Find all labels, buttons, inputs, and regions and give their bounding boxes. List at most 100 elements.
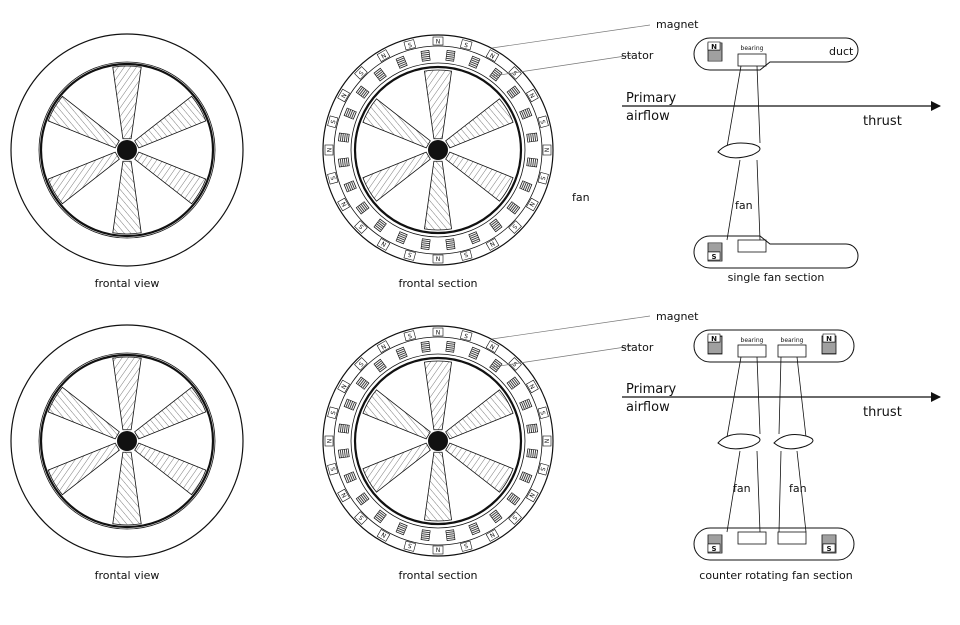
duct-bottom bbox=[693, 235, 859, 269]
magnet: S bbox=[537, 115, 549, 129]
fan-blades bbox=[362, 69, 514, 231]
stator-coil bbox=[445, 529, 456, 542]
stator-coil bbox=[489, 218, 503, 233]
pole-s: S bbox=[711, 253, 716, 261]
thrust-label: thrust bbox=[863, 405, 902, 420]
pole-n: N bbox=[340, 200, 348, 207]
section-outer-ring bbox=[322, 325, 554, 557]
hub bbox=[428, 140, 448, 160]
blade-airfoil-2 bbox=[773, 434, 814, 450]
pole-n: N bbox=[436, 39, 441, 46]
pole-s: S bbox=[510, 223, 518, 231]
stator-coil bbox=[526, 157, 539, 168]
stator-coil bbox=[420, 340, 431, 353]
pole-n: N bbox=[380, 239, 387, 247]
pole-n: N bbox=[711, 335, 717, 343]
pole-n: N bbox=[543, 439, 550, 444]
pole-n: N bbox=[436, 546, 441, 553]
pole-n: N bbox=[527, 491, 535, 498]
bearing-2 bbox=[777, 344, 807, 358]
magnet-label: magnet bbox=[656, 310, 699, 323]
airflow-label: airflow bbox=[626, 109, 670, 124]
magnet: N bbox=[485, 340, 500, 353]
stator-coil bbox=[355, 201, 370, 215]
pole-s: S bbox=[407, 333, 413, 341]
fan-blade bbox=[424, 451, 452, 522]
fan-blades bbox=[47, 356, 207, 526]
pole-s: S bbox=[711, 545, 716, 553]
magnet: S bbox=[354, 66, 368, 80]
outer-duct-ring bbox=[10, 324, 244, 558]
magnet: N bbox=[324, 144, 334, 156]
stator-coil bbox=[506, 201, 521, 215]
stator-coil bbox=[445, 49, 456, 62]
magnet: S bbox=[508, 511, 522, 525]
primary-label: Primary bbox=[626, 382, 677, 397]
row1-fan-section: N bearing duct S fan Primary airflow thr… bbox=[622, 37, 941, 269]
fan-blade bbox=[134, 151, 207, 205]
bearing-label: bearing bbox=[741, 45, 764, 52]
magnet: S bbox=[508, 220, 522, 234]
outer-duct-ring bbox=[10, 33, 244, 267]
stator-coil bbox=[373, 509, 387, 524]
stator-coil bbox=[355, 85, 370, 99]
single-fan-section-caption: single fan section bbox=[728, 271, 825, 284]
pole-s: S bbox=[330, 410, 338, 416]
stator-coil bbox=[373, 358, 387, 373]
stator-leader bbox=[492, 54, 633, 77]
hub bbox=[117, 431, 137, 451]
pole-s: S bbox=[358, 513, 366, 521]
duct-top bbox=[693, 37, 859, 71]
stator-coil bbox=[420, 529, 431, 542]
pole-n: N bbox=[826, 335, 832, 343]
magnet: N bbox=[376, 238, 391, 251]
stator-label: stator bbox=[621, 49, 654, 62]
magnet: S bbox=[354, 511, 368, 525]
stator-coil bbox=[420, 238, 431, 251]
fan-blade bbox=[112, 451, 142, 526]
stator-coil bbox=[395, 55, 408, 69]
pole-s: S bbox=[510, 514, 518, 522]
pole-s: S bbox=[407, 541, 413, 549]
pole-s: S bbox=[463, 541, 469, 549]
magnet: N bbox=[432, 327, 444, 337]
stator-coil bbox=[337, 423, 350, 434]
pole-n: N bbox=[380, 530, 387, 538]
pole-s: S bbox=[407, 42, 413, 50]
pole-s: S bbox=[358, 222, 366, 230]
fan-label-2: fan bbox=[789, 482, 807, 495]
stator-coil bbox=[468, 231, 481, 245]
stator-coil bbox=[343, 107, 357, 120]
pole-n: N bbox=[711, 43, 717, 51]
magnet: N bbox=[376, 529, 391, 542]
stator-coil bbox=[343, 398, 357, 411]
magnet-leader bbox=[491, 315, 651, 340]
pole-s: S bbox=[538, 410, 546, 416]
pole-n: N bbox=[527, 200, 535, 207]
magnet: N bbox=[526, 488, 539, 503]
magnet: N bbox=[337, 379, 350, 394]
counter-rotating-section-caption: counter rotating fan section bbox=[699, 569, 852, 582]
stator-coil bbox=[506, 492, 521, 506]
stator-coil bbox=[373, 67, 387, 82]
pole-n: N bbox=[488, 530, 495, 538]
pole-s: S bbox=[826, 545, 831, 553]
thrust-label: thrust bbox=[863, 114, 902, 129]
pole-s: S bbox=[463, 42, 469, 50]
magnet-label: magnet bbox=[656, 18, 699, 31]
fan-blade bbox=[112, 356, 142, 431]
magnet: S bbox=[459, 39, 473, 51]
stator-coil bbox=[420, 49, 431, 62]
magnet: N bbox=[543, 144, 552, 156]
pole-n: N bbox=[488, 343, 495, 351]
inner-duct-ring bbox=[39, 62, 215, 238]
magnet: N bbox=[337, 88, 350, 103]
pole-s: S bbox=[463, 250, 469, 258]
duct-top bbox=[693, 329, 855, 363]
stator-coil bbox=[355, 376, 370, 390]
stator-coils bbox=[337, 49, 539, 251]
magnet: N bbox=[376, 340, 391, 353]
